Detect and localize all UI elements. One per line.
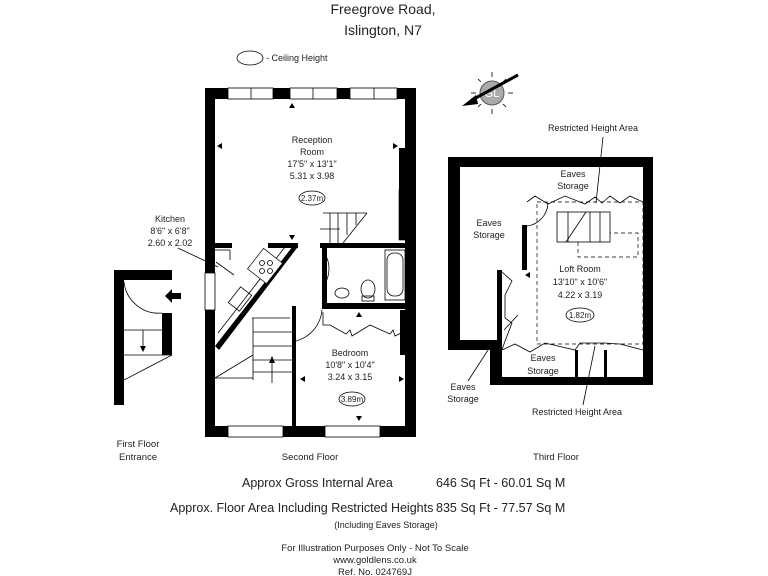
gross-area-value: 646 Sq Ft - 60.01 Sq M	[436, 476, 565, 490]
loft-metric: 4.22 x 3.19	[558, 290, 603, 300]
reception-imperial: 17'5" x 13'1"	[287, 159, 336, 169]
eaves-top-2: Storage	[557, 181, 589, 191]
ceiling-height-badge	[565, 307, 595, 323]
loft-ceiling: 1.82m	[569, 311, 592, 320]
compass-icon: GL	[462, 72, 519, 114]
eaves-bottom-1: Eaves	[530, 353, 556, 363]
bedroom-ceiling: 3.89m	[341, 395, 364, 404]
eaves-outer-1: Eaves	[450, 382, 476, 392]
third-floor-plan	[448, 157, 653, 385]
ceiling-height-badge	[338, 391, 366, 407]
eaves-left-2: Storage	[473, 230, 505, 240]
gross-area-label: Approx Gross Internal Area	[242, 476, 393, 490]
reception-metric: 5.31 x 3.98	[290, 171, 335, 181]
eaves-top-1: Eaves	[560, 169, 586, 179]
loft-imperial: 13'10" x 10'6"	[553, 277, 607, 287]
third-floor-label: Third Floor	[533, 452, 579, 463]
ceiling-height-legend-label: - Ceiling Height	[266, 53, 328, 63]
reference-number: Ref. No. 024769J	[338, 567, 412, 576]
eaves-bottom-2: Storage	[527, 366, 559, 376]
reception-name-2: Room	[300, 147, 324, 157]
dimension-markers	[217, 103, 530, 421]
bedroom-imperial: 10'8" x 10'4"	[325, 360, 374, 370]
website: www.goldlens.co.uk	[332, 555, 417, 566]
address-line-1: Freegrove Road,	[330, 1, 435, 17]
kitchen-name: Kitchen	[155, 214, 185, 224]
restricted-area-note: (Including Eaves Storage)	[334, 520, 438, 530]
ceiling-height-badge	[298, 190, 326, 206]
bedroom-metric: 3.24 x 3.15	[328, 372, 373, 382]
ceiling-height-legend-icon	[236, 50, 264, 66]
restricted-bottom-label: Restricted Height Area	[532, 407, 622, 417]
address-line-2: Islington, N7	[344, 22, 422, 38]
kitchen-metric: 2.60 x 2.02	[148, 238, 193, 248]
entrance-arrow-icon	[165, 289, 181, 303]
restricted-area-label: Approx. Floor Area Including Restricted …	[170, 501, 433, 515]
second-floor-plan	[204, 87, 416, 438]
first-floor-label-1: First Floor	[117, 439, 160, 450]
loft-name: Loft Room	[559, 264, 601, 274]
restricted-area-value: 835 Sq Ft - 77.57 Sq M	[436, 501, 565, 515]
bedroom-name: Bedroom	[332, 348, 369, 358]
second-floor-label: Second Floor	[282, 452, 339, 463]
disclaimer: For Illustration Purposes Only - Not To …	[281, 543, 468, 554]
eaves-outer-2: Storage	[447, 394, 479, 404]
eaves-left-1: Eaves	[476, 218, 502, 228]
reception-name-1: Reception	[292, 135, 333, 145]
restricted-top-label: Restricted Height Area	[548, 123, 638, 133]
first-floor-entrance-plan	[114, 270, 181, 405]
kitchen-imperial: 8'6" x 6'8"	[150, 226, 189, 236]
first-floor-label-2: Entrance	[119, 452, 157, 463]
reception-ceiling: 2.37m	[301, 194, 324, 203]
